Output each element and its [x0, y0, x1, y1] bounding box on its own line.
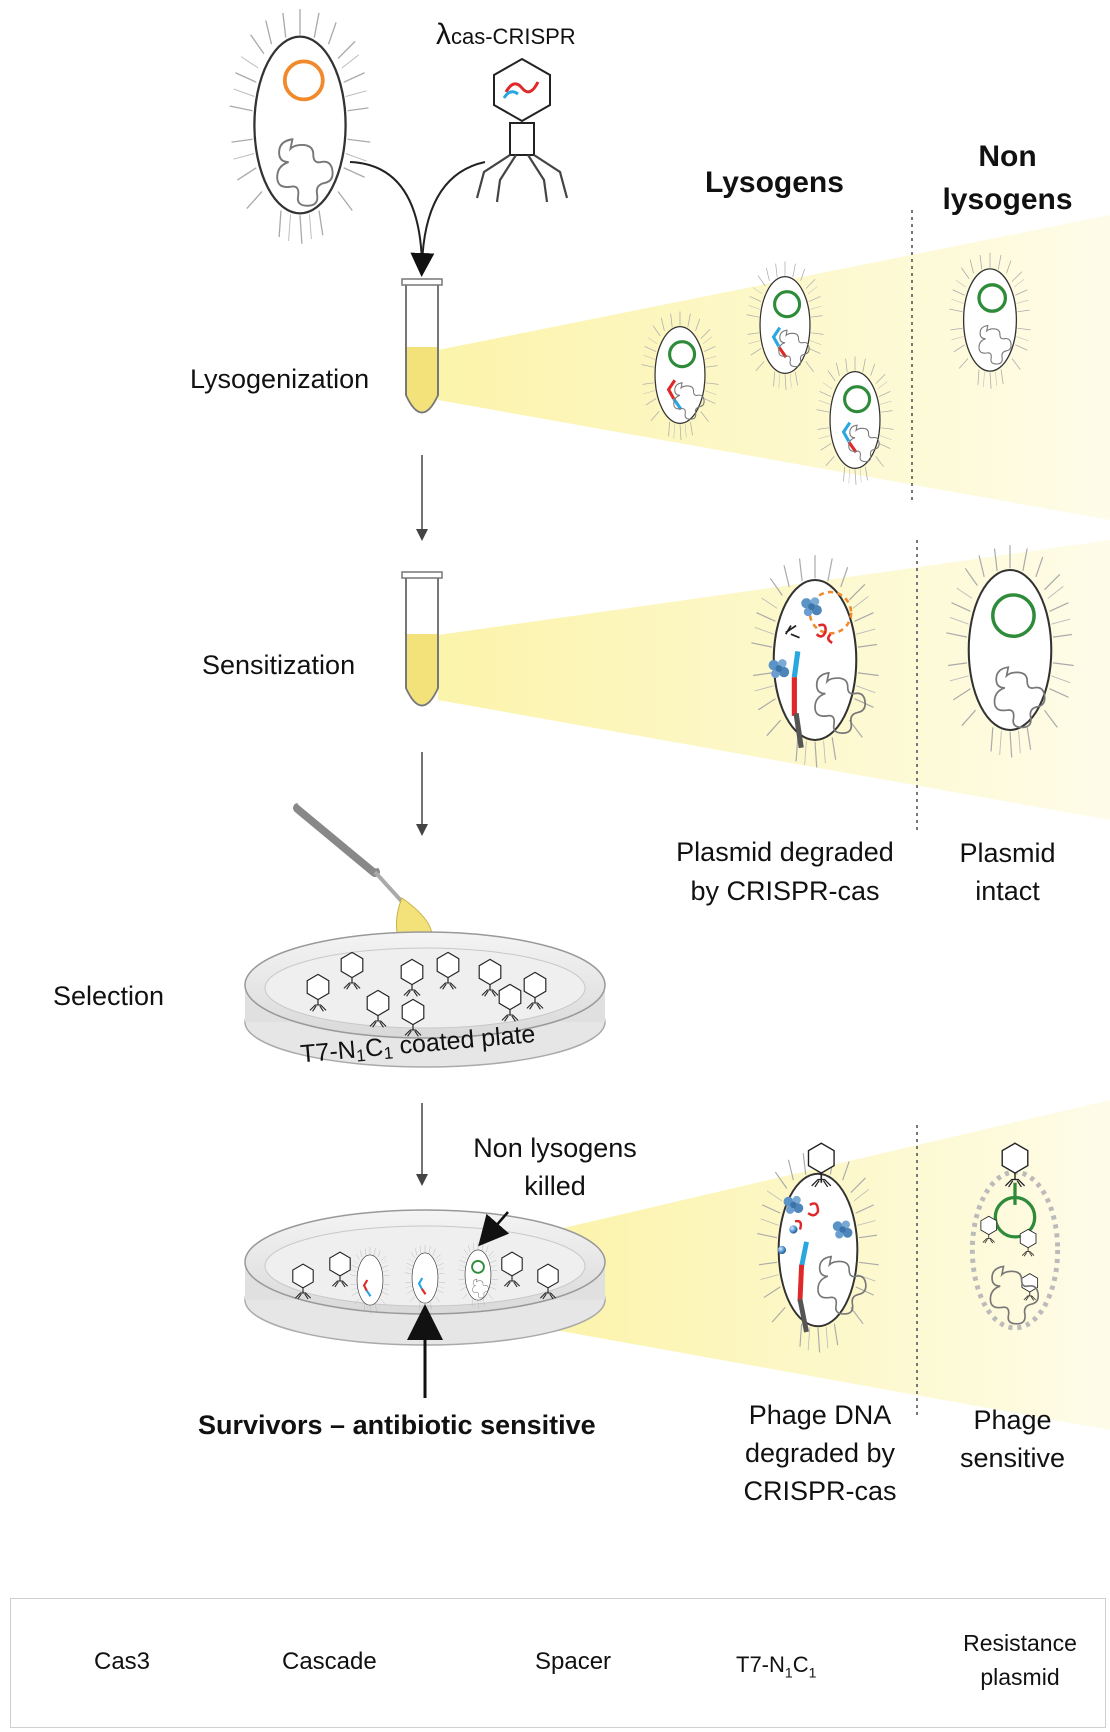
non-lysogen-bacterium-1 — [948, 252, 1032, 390]
phage-sensitive-caption-line1: Phage — [973, 1405, 1052, 1435]
phage-dna-caption-line1: Phage DNA — [748, 1400, 892, 1430]
lysogens-column-title: Lysogens — [705, 166, 844, 199]
phage-dna-caption-line3: CRISPR-cas — [743, 1476, 897, 1506]
step-sensitization: Sensitization — [202, 650, 356, 680]
legend-cas3-label: Cas3 — [94, 1648, 151, 1675]
mix-arrow-left — [349, 161, 423, 266]
survivors-caption: Survivors – antibiotic sensitive — [198, 1410, 596, 1440]
legend-resistance-label-line1: Resistance — [963, 1630, 1077, 1656]
mix-arrow-right — [410, 161, 486, 277]
legend-resistance-label-line2: plasmid — [980, 1664, 1060, 1690]
phage-dna-caption-line2: degraded by — [744, 1438, 896, 1468]
lysogen-bacterium-3 — [815, 355, 895, 486]
donor-bacterium — [228, 7, 372, 245]
lysogen-bacterium-1 — [640, 310, 720, 441]
legend-cascade-label: Cascade — [282, 1648, 377, 1675]
killed-arrow — [478, 1211, 510, 1247]
phage-sensitive-caption-line2: sensitive — [959, 1443, 1066, 1473]
lysogenization-tube — [401, 278, 443, 414]
lambda-phage-icon — [475, 57, 569, 203]
t7-coated-plate — [244, 931, 606, 1068]
plasmid-degraded-caption-line1: Plasmid degraded — [676, 837, 894, 867]
phage-sensitive-lysing-bacterium — [969, 1142, 1061, 1331]
phage-resistant-lysogen — [756, 1142, 880, 1354]
legend-spacer-label: Spacer — [535, 1648, 612, 1675]
survivors-plate — [244, 1209, 606, 1346]
plasmid-intact-caption-line2: intact — [975, 876, 1040, 906]
legend-t7-label: T7-N1C1 — [736, 1652, 817, 1681]
degrading-lysogen-bacterium — [750, 554, 880, 769]
plasmid-degraded-caption-line2: by CRISPR-cas — [690, 876, 880, 906]
killed-non-lysogen — [457, 1241, 499, 1310]
plasmid-intact-caption-line1: Plasmid — [959, 838, 1056, 868]
lysogen-bacterium-2 — [745, 260, 825, 391]
sensitization-tube — [401, 571, 443, 707]
non-lysogens-killed-line2: killed — [524, 1171, 586, 1201]
non-lysogens-column-title-line2: lysogens — [942, 183, 1073, 216]
legend-panel — [10, 1598, 1106, 1728]
step-lysogenization: Lysogenization — [190, 364, 370, 394]
step-selection: Selection — [53, 981, 165, 1011]
intact-non-lysogen-bacterium — [945, 544, 1075, 759]
non-lysogens-killed-line1: Non lysogens — [473, 1133, 637, 1163]
pipette-icon — [293, 800, 433, 954]
lambda-phage-label: λcas-CRISPR — [436, 18, 576, 51]
orange-plasmid-icon — [282, 59, 325, 102]
non-lysogens-column-title-line1: Non — [978, 140, 1037, 173]
